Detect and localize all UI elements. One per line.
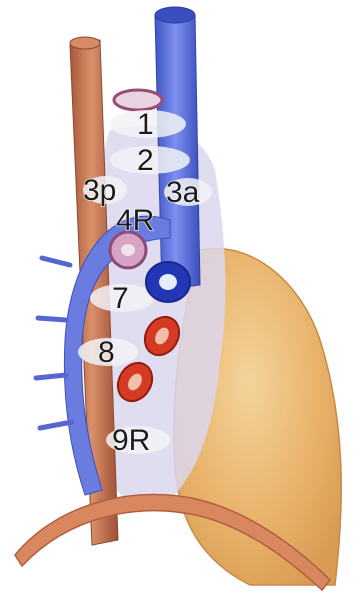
svc-top-opening bbox=[155, 7, 195, 23]
node-4r-pink-core bbox=[121, 244, 135, 256]
station-label-3a: 3a bbox=[166, 176, 200, 209]
node-blue-core bbox=[159, 274, 177, 290]
station-label-3p: 3p bbox=[83, 174, 116, 207]
trachea-ring bbox=[114, 90, 162, 110]
station-label-4r: 4R bbox=[116, 204, 154, 237]
station-label-7: 7 bbox=[112, 282, 129, 315]
station-label-8: 8 bbox=[98, 336, 115, 369]
station-label-1: 1 bbox=[137, 108, 154, 141]
station-label-9r: 9R bbox=[112, 424, 150, 457]
esophagus-top-opening bbox=[70, 37, 100, 49]
station-label-2: 2 bbox=[137, 144, 154, 177]
